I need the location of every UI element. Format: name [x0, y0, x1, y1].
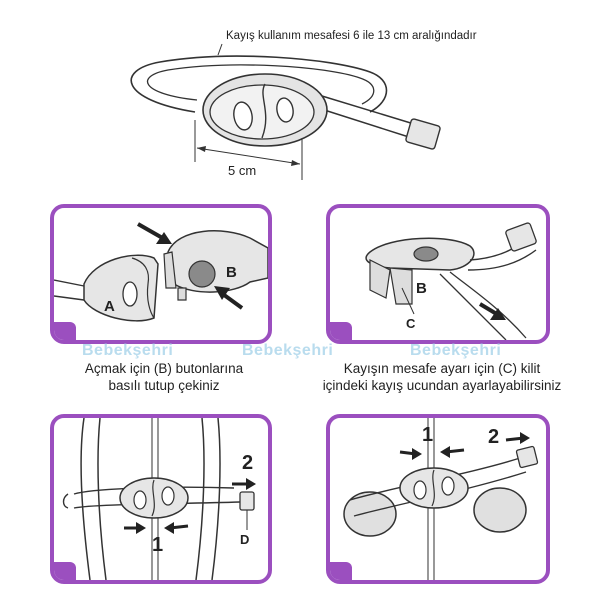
letter-c: C	[406, 316, 416, 331]
caption-panel-1: Açmak için (B) butonlarına basılı tutup …	[46, 360, 282, 394]
letter-d: D	[240, 532, 250, 547]
step-number-2: 2	[242, 452, 254, 474]
panel-corner-tab	[330, 322, 352, 340]
letter-b: B	[416, 280, 427, 297]
caption-line: basılı tutup çekiniz	[108, 378, 220, 393]
distance-annotation: Kayış kullanım mesafesi 6 ile 13 cm aral…	[226, 30, 477, 42]
watermark: Bebekşehri	[82, 342, 174, 359]
top-illustration: Kayış kullanım mesafesi 6 ile 13 cm aral…	[0, 0, 600, 195]
watermark: Bebekşehri	[242, 342, 334, 359]
caption-line: içindeki kayış ucundan ayarlayabilirsini…	[322, 378, 562, 393]
step-number-2: 2	[488, 426, 500, 448]
caption-line: Kayışın mesafe ayarı için (C) kilit	[343, 361, 541, 376]
dimension-label: 5 cm	[228, 163, 257, 178]
step-panel-adjust: B C	[326, 204, 550, 344]
step-number-1: 1	[422, 424, 434, 446]
watermark: Bebekşehri	[410, 342, 502, 359]
caption-line: Açmak için (B) butonlarına	[84, 361, 244, 376]
letter-a: A	[104, 298, 115, 315]
panel-corner-tab	[330, 562, 352, 580]
letter-b: B	[226, 264, 237, 281]
step-panel-install-handles: 1 2 D	[50, 414, 272, 584]
caption-panel-2: Kayışın mesafe ayarı için (C) kilit için…	[304, 360, 580, 394]
panel-corner-tab	[54, 562, 76, 580]
step-panel-install-knobs: 1 2	[326, 414, 550, 584]
step-panel-open: A B	[50, 204, 272, 344]
step-number-1: 1	[152, 534, 164, 556]
panel-corner-tab	[54, 322, 76, 340]
